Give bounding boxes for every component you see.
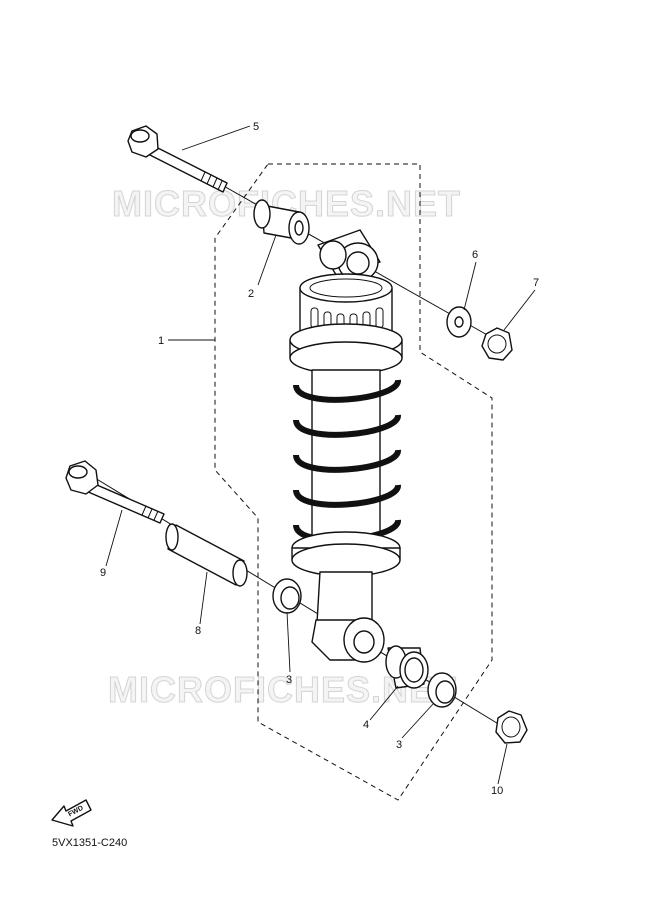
- upper-collar: [253, 199, 310, 245]
- callout-1: 1: [158, 335, 164, 347]
- callout-7: 7: [533, 277, 539, 289]
- lower-nut: [495, 710, 528, 744]
- assembly-outline: [214, 163, 493, 801]
- callout-5: 5: [253, 121, 259, 133]
- callout-6: 6: [472, 249, 478, 261]
- callout-4: 4: [363, 719, 369, 731]
- callout-2: 2: [248, 288, 254, 300]
- callout-9: 9: [100, 567, 106, 579]
- oil-seal-right: [427, 672, 457, 708]
- oil-seal-left: [272, 578, 302, 614]
- callout-3-left: 3: [286, 674, 292, 686]
- lower-bolt: [65, 460, 165, 524]
- watermark-top: MICROFICHES.NET: [112, 183, 461, 224]
- bearing: [385, 645, 429, 689]
- fwd-arrow-icon: FWD: [51, 799, 92, 827]
- lower-collar: [165, 523, 248, 587]
- callout-8: 8: [195, 625, 201, 637]
- washer: [446, 306, 472, 338]
- shock-absorber: [289, 229, 403, 663]
- leader-lines: [105, 125, 536, 785]
- upper-nut: [481, 327, 513, 361]
- upper-bolt: [127, 125, 228, 193]
- callout-3-right: 3: [396, 739, 402, 751]
- callout-10: 10: [491, 785, 503, 797]
- diagram-code: 5VX1351-C240: [52, 837, 127, 849]
